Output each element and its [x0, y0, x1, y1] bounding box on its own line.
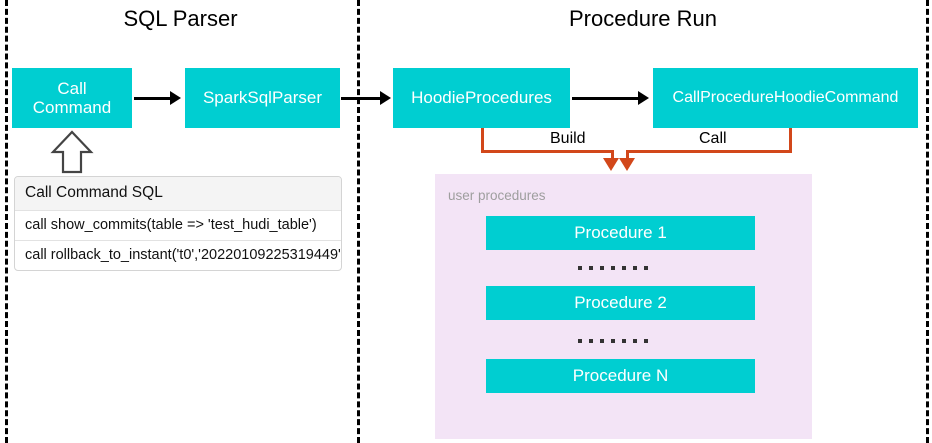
- section-title-sql-parser: SQL Parser: [123, 6, 238, 31]
- arrow-head-icon-2: [380, 91, 391, 105]
- call-connector-vertical: [789, 128, 792, 152]
- edge-label-build: Build: [545, 131, 591, 147]
- procedure-box-n[interactable]: Procedure N: [486, 359, 755, 393]
- divider-left: [5, 0, 8, 443]
- ellipsis-dots-1: [578, 266, 648, 270]
- call-arrow-head-icon: [619, 158, 635, 171]
- section-title-procedure-run: Procedure Run: [569, 6, 717, 31]
- arrow-hoodie-procedures-to-call-procedure-hoodie-command: [572, 97, 638, 100]
- build-connector-horizontal: [481, 150, 613, 153]
- call-command-sql-table: Call Command SQL call show_commits(table…: [14, 176, 342, 271]
- arrow-into-hoodie-procedures: [366, 97, 380, 100]
- ellipsis-dots-2: [578, 339, 648, 343]
- divider-right: [926, 0, 929, 443]
- arrow-head-icon-1: [170, 91, 181, 105]
- arrow-call-command-to-spark-sql-parser: [134, 97, 170, 100]
- edge-label-call: Call: [694, 131, 732, 147]
- sql-table-row: call show_commits(table => 'test_hudi_ta…: [15, 211, 341, 241]
- node-call-procedure-hoodie-command[interactable]: CallProcedureHoodieCommand: [653, 68, 918, 128]
- node-call-command[interactable]: Call Command: [12, 68, 132, 128]
- node-hoodie-procedures[interactable]: HoodieProcedures: [393, 68, 570, 128]
- build-connector-vertical: [481, 128, 484, 152]
- up-arrow-icon: [50, 130, 94, 179]
- call-connector-drop: [626, 150, 629, 160]
- divider-middle: [357, 0, 360, 443]
- sql-table-header: Call Command SQL: [15, 177, 341, 211]
- sql-table-row: call rollback_to_instant('t0','202201092…: [25, 247, 342, 263]
- call-connector-horizontal: [626, 150, 792, 153]
- build-arrow-head-icon: [603, 158, 619, 171]
- user-procedures-label: user procedures: [448, 188, 546, 203]
- build-connector-drop: [611, 150, 614, 160]
- node-spark-sql-parser[interactable]: SparkSqlParser: [185, 68, 340, 128]
- procedure-box-2[interactable]: Procedure 2: [486, 286, 755, 320]
- arrow-spark-sql-parser-to-hoodie-procedures-left: [341, 97, 379, 100]
- arrow-head-icon-3: [638, 91, 649, 105]
- procedure-box-1[interactable]: Procedure 1: [486, 216, 755, 250]
